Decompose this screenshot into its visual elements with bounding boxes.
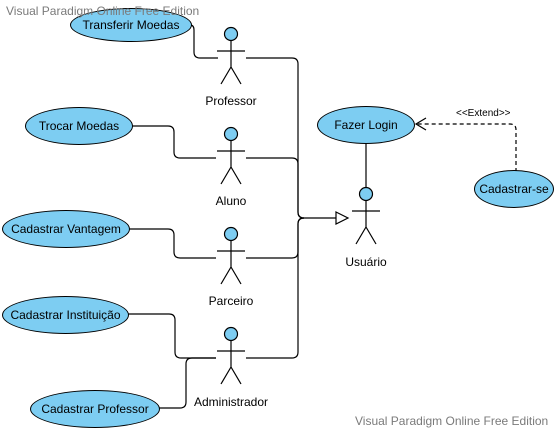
actor-professor[interactable]	[217, 26, 245, 85]
generalization-administrador	[246, 217, 305, 359]
watermark-bottom: Visual Paradigm Online Free Edition	[355, 414, 549, 428]
actor-parceiro-body	[217, 240, 245, 285]
usecase-fazer-login[interactable]: Fazer Login	[317, 106, 415, 144]
usecase-cadastrar-vantagem[interactable]: Cadastrar Vantagem	[2, 210, 130, 248]
actor-usuario-body	[352, 200, 380, 245]
actor-parceiro-head	[223, 226, 239, 242]
usecase-cadastrar-instituicao[interactable]: Cadastrar Instituição	[2, 296, 129, 334]
actor-label-professor: Professor	[205, 94, 257, 108]
usecase-label: Cadastrar Vantagem	[11, 222, 121, 236]
actor-administrador-head	[223, 326, 239, 342]
watermark-top: Visual Paradigm Online Free Edition	[6, 4, 200, 18]
generalization-aluno	[246, 157, 305, 219]
assoc-vantagem-parceiro	[128, 228, 216, 259]
usecase-label: Transferir Moedas	[82, 18, 180, 32]
actor-administrador[interactable]	[217, 326, 245, 385]
assoc-transferir-professor	[189, 24, 218, 59]
extend-arrowhead	[414, 117, 427, 131]
usecase-label: Cadastrar-se	[479, 182, 549, 196]
actor-usuario-head	[358, 186, 374, 202]
actor-parceiro[interactable]	[217, 226, 245, 285]
actor-aluno[interactable]	[217, 126, 245, 185]
extend-stereotype-label: <<Extend>>	[456, 108, 511, 119]
actor-label-parceiro: Parceiro	[208, 294, 254, 308]
assoc-instituicao-admin	[127, 313, 216, 359]
usecase-transferir-moedas[interactable]: Transferir Moedas	[70, 8, 192, 42]
actor-label-aluno: Aluno	[215, 194, 247, 208]
generalization-parceiro	[246, 217, 305, 259]
actor-professor-head	[223, 26, 239, 42]
usecase-label: Cadastrar Professor	[41, 402, 149, 416]
assoc-trocar-aluno	[123, 125, 216, 159]
usecase-cadastrar-se[interactable]: Cadastrar-se	[474, 170, 554, 208]
actor-label-usuario: Usuário	[345, 255, 387, 269]
actor-professor-body	[217, 40, 245, 85]
actor-administrador-body	[217, 340, 245, 385]
usecase-label: Trocar Moedas	[38, 119, 120, 133]
actor-label-administrador: Administrador	[193, 395, 269, 409]
actor-usuario[interactable]	[352, 186, 380, 245]
actor-aluno-head	[223, 126, 239, 142]
actor-aluno-body	[217, 140, 245, 185]
usecase-label: Cadastrar Instituição	[10, 308, 121, 322]
generalization-arrowhead	[335, 211, 350, 225]
generalization-professor	[246, 57, 336, 219]
usecase-label: Fazer Login	[334, 118, 398, 132]
extend-line	[416, 123, 517, 172]
usecase-trocar-moedas[interactable]: Trocar Moedas	[25, 107, 133, 145]
assoc-professor-admin	[158, 357, 216, 409]
usecase-cadastrar-professor[interactable]: Cadastrar Professor	[30, 390, 160, 428]
